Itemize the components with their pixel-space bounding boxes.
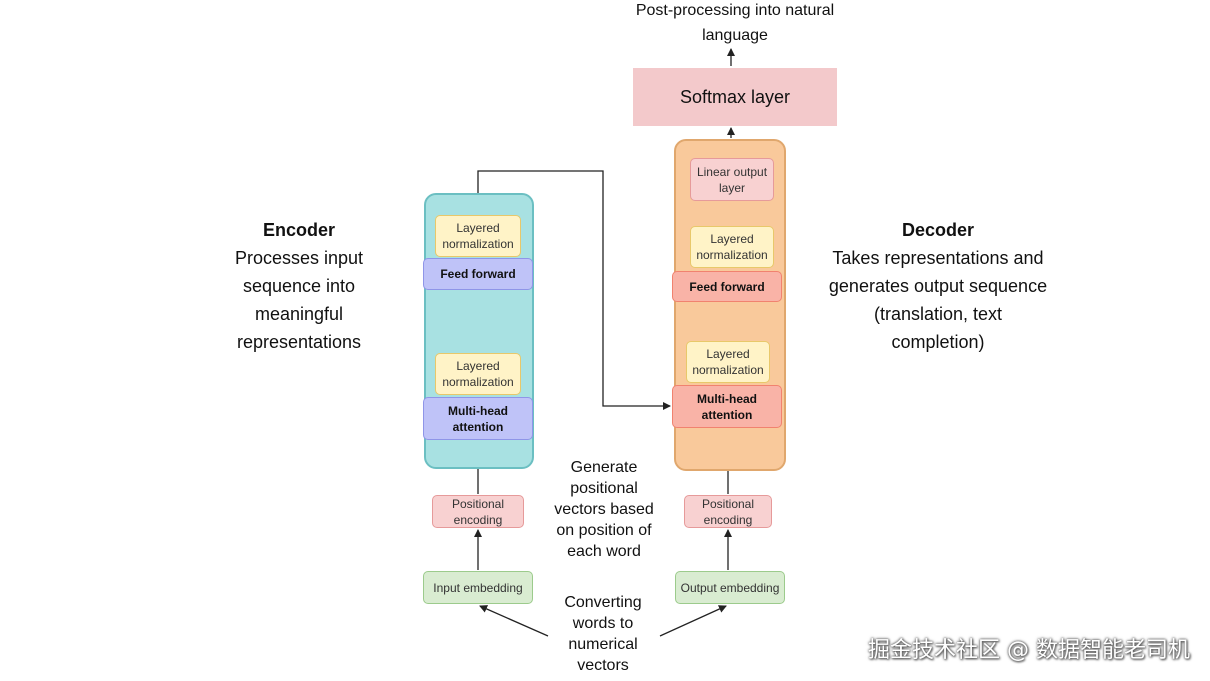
- converting-note-line-1: Converting: [564, 594, 642, 611]
- decoder-linear-output-layer: Linear output layer: [690, 158, 774, 201]
- watermark: 掘金技术社区 @ 数据智能老司机: [868, 638, 1190, 663]
- output-embedding: Output embedding: [675, 571, 785, 604]
- decoder-desc-line-2: generates output sequence: [828, 276, 1048, 296]
- decoder-description: Decoder Takes representations and genera…: [808, 216, 1068, 356]
- encoder-description: Encoder Processes input sequence into me…: [214, 216, 384, 356]
- decoder-multi-head-attention: Multi-head attention: [672, 385, 782, 428]
- positional-note-line-1: Generate: [570, 459, 638, 476]
- softmax-layer: Softmax layer: [633, 68, 837, 126]
- decoder-desc-line-1: Takes representations and: [832, 248, 1044, 268]
- positional-note-line-3: vectors based: [554, 501, 654, 518]
- encoder-desc-line-2: sequence into: [242, 276, 356, 296]
- converting-note-line-3: numerical: [568, 636, 638, 653]
- positional-note-line-2: positional: [570, 480, 638, 497]
- arrow-encoder-to-decoder: [477, 170, 671, 410]
- encoder-positional-encoding: Positional encoding: [432, 495, 524, 528]
- arrow-note-to-output-embedding: [659, 605, 727, 637]
- arrow-note-to-input-embedding: [479, 605, 549, 637]
- decoder-norm-top: Layered normalization: [690, 226, 774, 268]
- encoder-feed-forward: Feed forward: [423, 258, 533, 290]
- positional-note-line-4: on position of: [556, 522, 652, 539]
- converting-note-line-2: words to: [572, 615, 634, 632]
- encoder-multi-head-attention: Multi-head attention: [423, 397, 533, 440]
- decoder-positional-encoding: Positional encoding: [684, 495, 772, 528]
- decoder-feed-forward: Feed forward: [672, 271, 782, 302]
- encoder-desc-line-4: representations: [236, 332, 362, 352]
- decoder-title: Decoder: [901, 220, 975, 240]
- decoder-norm-bottom: Layered normalization: [686, 341, 770, 383]
- converting-note: Converting words to numerical vectors: [538, 592, 668, 676]
- positional-note-line-5: each word: [567, 543, 641, 560]
- post-processing-line-1: Post-processing into natural: [635, 2, 835, 19]
- encoder-norm-top: Layered normalization: [435, 215, 521, 257]
- encoder-desc-line-1: Processes input: [234, 248, 364, 268]
- decoder-desc-line-3: (translation, text: [873, 304, 1003, 324]
- encoder-title: Encoder: [262, 220, 336, 240]
- encoder-desc-line-3: meaningful: [254, 304, 344, 324]
- post-processing-note: Post-processing into natural language: [600, 0, 870, 48]
- converting-note-line-4: vectors: [577, 657, 629, 674]
- positional-note: Generate positional vectors based on pos…: [535, 457, 673, 562]
- encoder-norm-bottom: Layered normalization: [435, 353, 521, 395]
- input-embedding: Input embedding: [423, 571, 533, 604]
- post-processing-line-2: language: [702, 27, 768, 44]
- decoder-desc-line-4: completion): [891, 332, 985, 352]
